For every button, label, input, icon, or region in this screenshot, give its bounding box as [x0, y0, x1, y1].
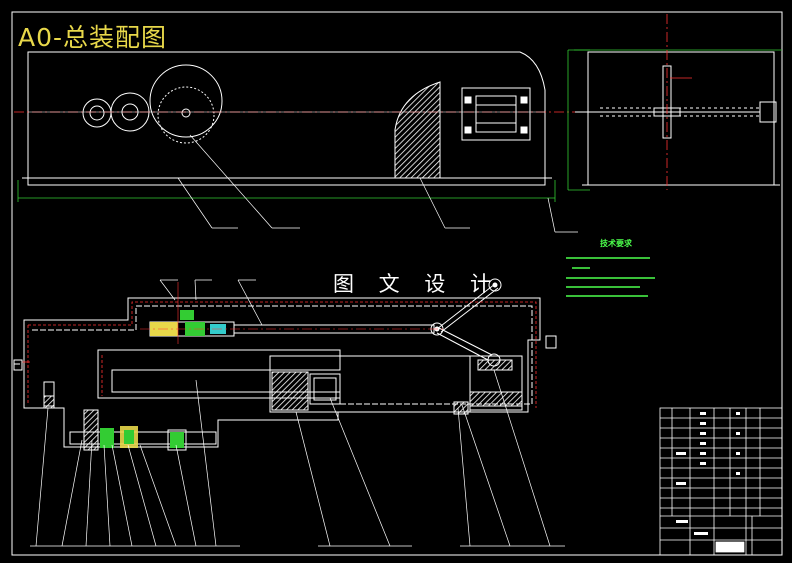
front-view-leaders — [30, 279, 565, 547]
drawing-title: A0-总装配图 — [18, 23, 168, 52]
cross-bar — [662, 65, 672, 139]
title-block — [659, 407, 783, 556]
top-view-leaders — [177, 134, 578, 233]
side-view — [575, 51, 780, 186]
small-gear-1 — [82, 98, 112, 128]
front-view-colored-parts — [100, 310, 226, 448]
title-block-marks — [676, 412, 740, 535]
watermark-text: 图 文 设 计 — [333, 272, 501, 296]
bearing-block-top — [461, 87, 531, 141]
tech-requirements-title: 技术要求 — [600, 239, 632, 248]
bearing-block-right — [469, 355, 523, 411]
large-gear — [149, 64, 223, 138]
drawing-border — [11, 11, 783, 556]
top-dimension — [17, 180, 556, 202]
hatched-end-cap — [394, 81, 441, 179]
side-view-dimensions — [567, 49, 782, 191]
tech-requirements-notes — [566, 257, 655, 297]
front-view — [23, 278, 541, 451]
front-view-red-lines — [27, 301, 537, 408]
top-view — [22, 51, 552, 186]
